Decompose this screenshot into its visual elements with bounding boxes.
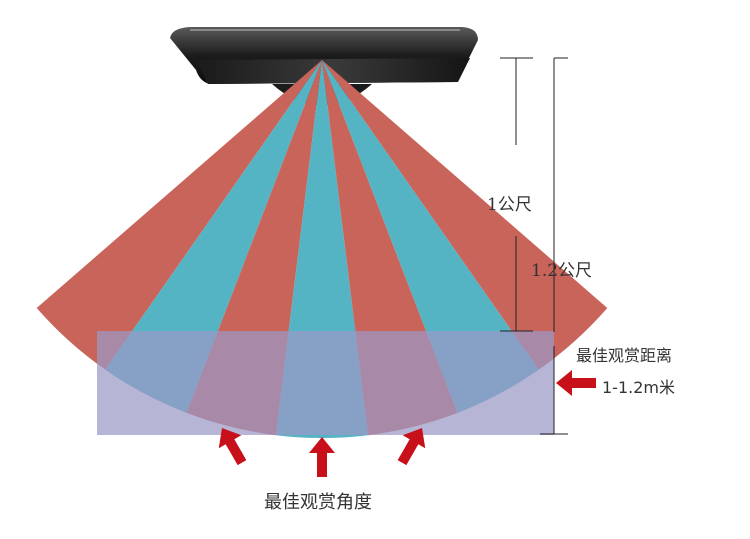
best-angle-label: 最佳观赏角度 — [264, 492, 372, 513]
distance-1-2m-label: 1.2公尺 — [531, 261, 593, 281]
distance-1m-label: 1公尺 — [487, 195, 532, 215]
red-arrow-icon — [218, 370, 596, 477]
beam-wedge — [36, 60, 322, 370]
dimension-lines — [500, 57, 568, 435]
best-distance-title: 最佳观赏距离 — [576, 346, 673, 365]
beam-wedge — [322, 60, 608, 370]
beam-wedge — [322, 60, 539, 413]
beam-wedge — [105, 60, 322, 413]
best-distance-band — [97, 331, 554, 435]
best-distance-value: 1-1.2m米 — [602, 378, 675, 397]
